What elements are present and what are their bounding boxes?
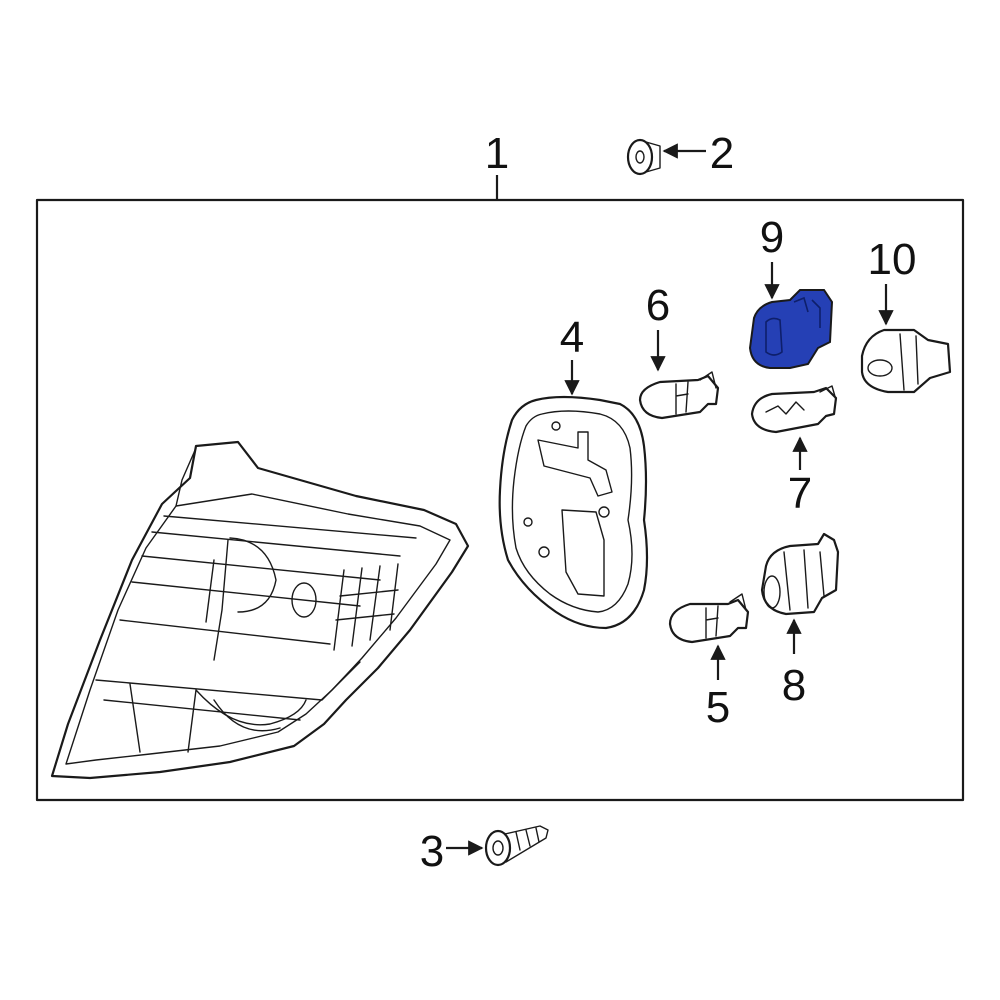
part-7-bulb[interactable] bbox=[750, 385, 838, 434]
part-1-tail-lamp[interactable] bbox=[50, 440, 470, 780]
part-10-socket[interactable] bbox=[860, 328, 952, 394]
part-4-gasket[interactable] bbox=[498, 395, 649, 630]
callout-3[interactable]: 3 bbox=[420, 827, 444, 876]
callout-4[interactable]: 4 bbox=[560, 313, 584, 362]
part-8-socket[interactable] bbox=[760, 532, 840, 616]
part-5-bulb[interactable] bbox=[668, 593, 750, 644]
part-6-bulb[interactable] bbox=[638, 371, 720, 420]
part-3-screw[interactable] bbox=[484, 825, 549, 867]
callout-5[interactable]: 5 bbox=[706, 683, 730, 732]
callout-1[interactable]: 1 bbox=[485, 129, 509, 178]
callout-2[interactable]: 2 bbox=[710, 129, 734, 178]
part-9-socket-highlighted[interactable] bbox=[748, 289, 834, 369]
callout-10[interactable]: 10 bbox=[868, 235, 917, 284]
part-2-clip[interactable] bbox=[626, 138, 661, 176]
callout-9[interactable]: 9 bbox=[760, 213, 784, 262]
callout-7[interactable]: 7 bbox=[788, 469, 812, 518]
assembly-frame bbox=[35, 198, 965, 802]
callout-6[interactable]: 6 bbox=[646, 281, 670, 330]
callout-8[interactable]: 8 bbox=[782, 661, 806, 710]
